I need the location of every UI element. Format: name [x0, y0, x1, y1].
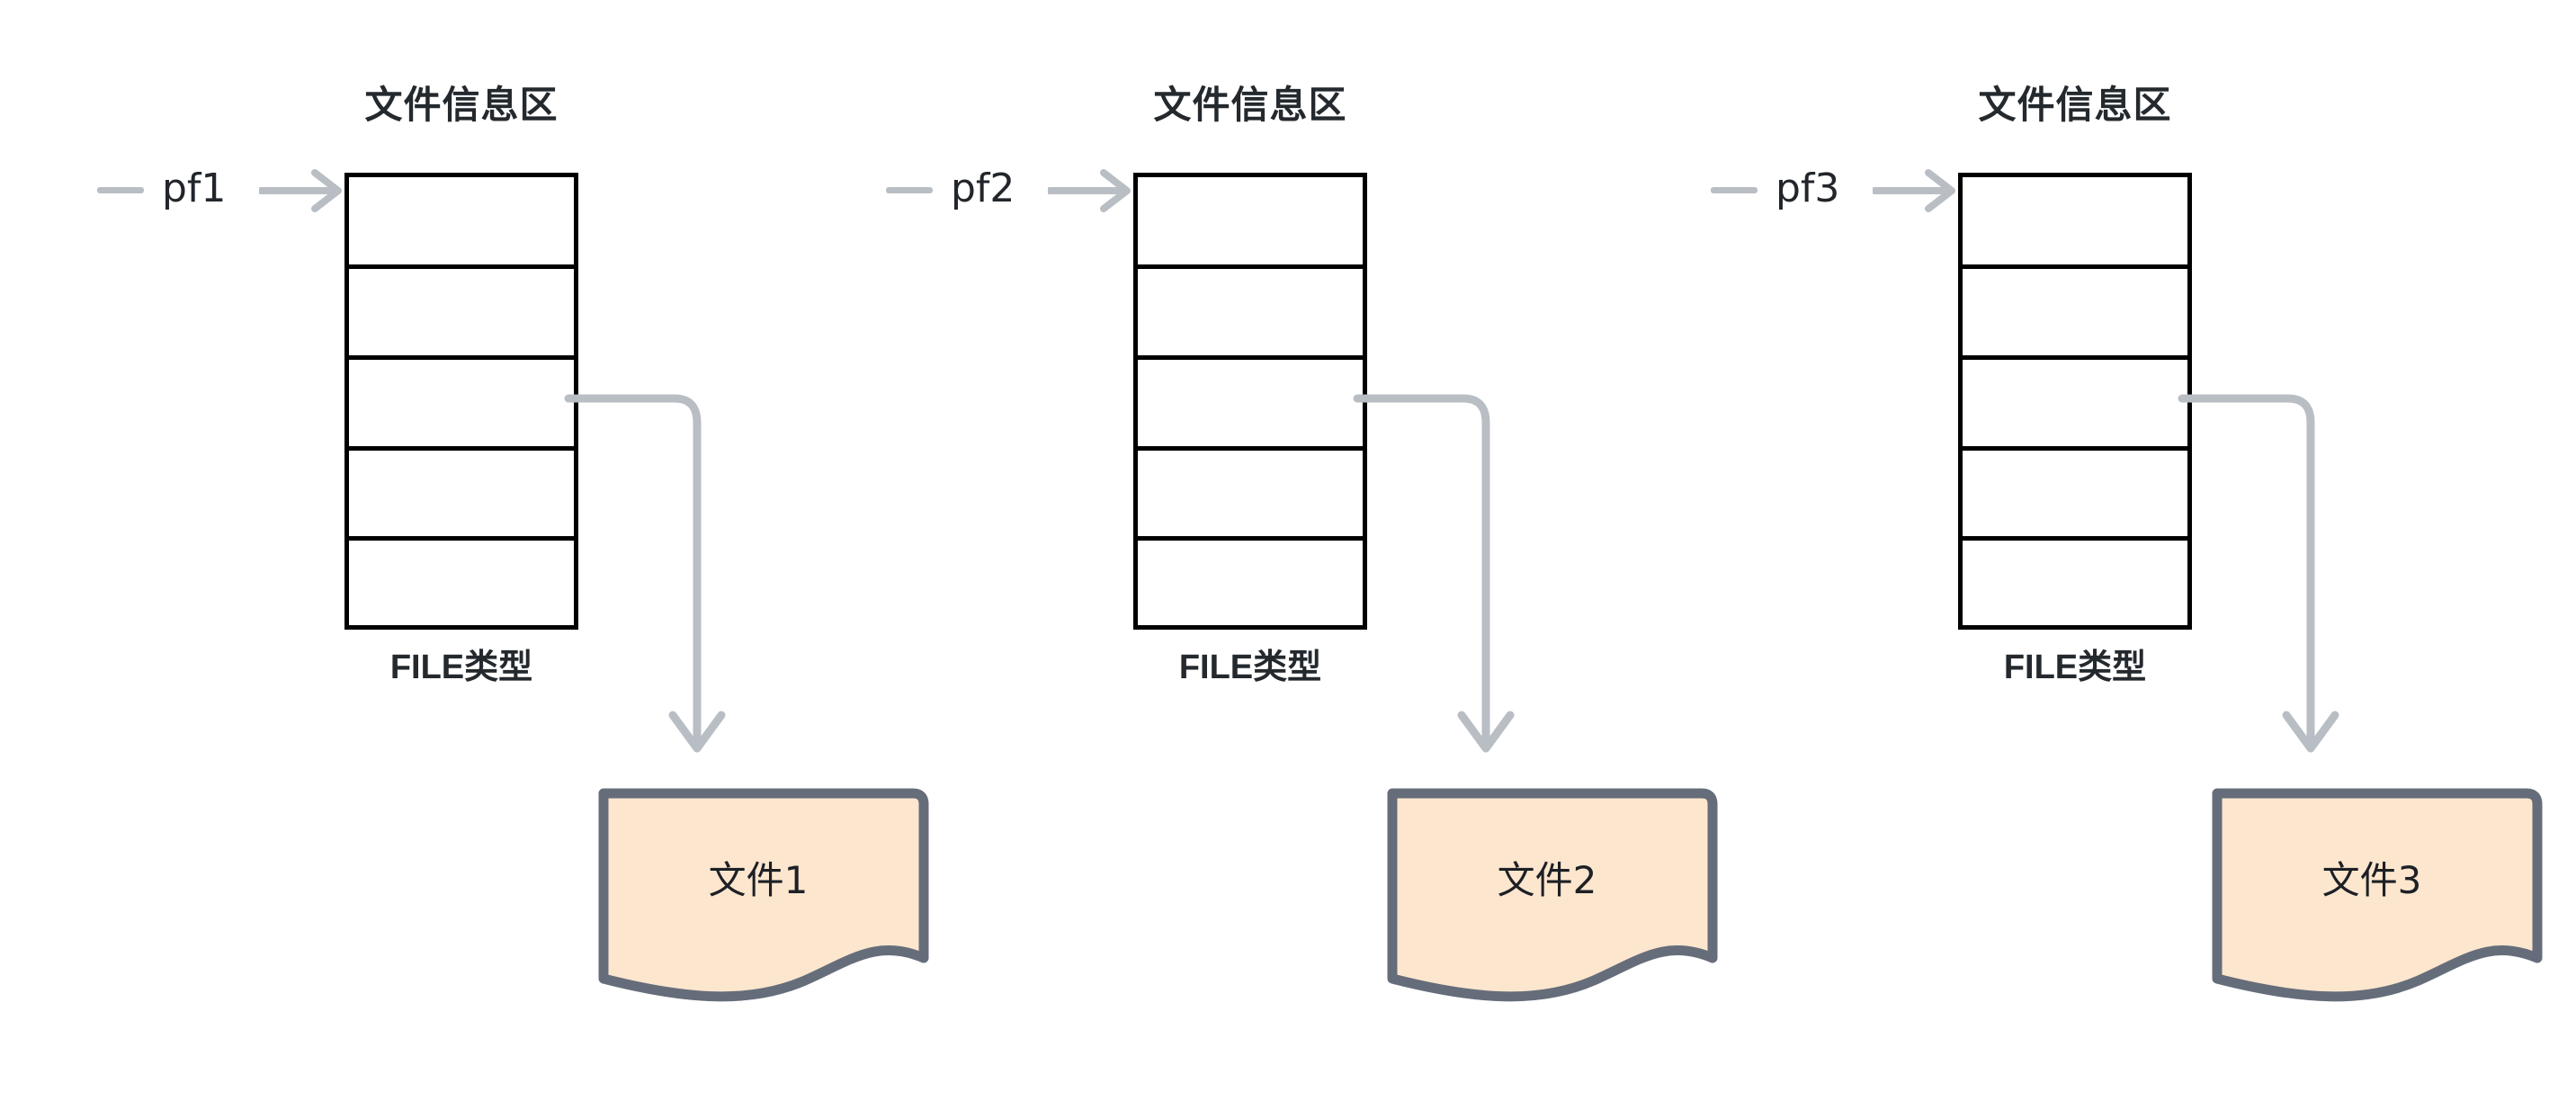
table-row [1138, 451, 1363, 541]
file-struct-table-1 [344, 173, 578, 630]
file-info-area-title-3: 文件信息区 [1978, 84, 2172, 126]
table-row [1963, 269, 2187, 360]
table-row [349, 269, 574, 360]
pointer-dash-icon-2 [886, 187, 933, 193]
table-to-document-connector-1 [564, 394, 726, 753]
table-row [1963, 177, 2187, 269]
table-row [1963, 360, 2187, 451]
table-row [349, 177, 574, 269]
file-struct-table-2 [1133, 173, 1367, 630]
table-row [349, 451, 574, 541]
table-row [1963, 451, 2187, 541]
file-type-caption-3: FILE类型 [2003, 649, 2147, 686]
file-type-caption-2: FILE类型 [1178, 649, 1322, 686]
table-row [1963, 541, 2187, 625]
file-group-2: 文件信息区 pf2 FILE类型 文件2 [789, 0, 1751, 1101]
pointer-arrow-icon-2 [1048, 169, 1131, 212]
pointer-row-2: pf2 [886, 166, 1133, 212]
document-shape-2 [1387, 788, 1718, 1002]
table-to-document-connector-2 [1353, 394, 1515, 753]
pointer-label-2: pf2 [951, 166, 1015, 211]
pointer-label-1: pf1 [162, 166, 227, 211]
pointer-arrow-icon-3 [1873, 169, 1955, 212]
file-info-area-title-2: 文件信息区 [1153, 84, 1347, 126]
file-info-area-title-1: 文件信息区 [364, 84, 559, 126]
table-row [349, 541, 574, 625]
pointer-dash-icon-3 [1711, 187, 1758, 193]
pointer-row-3: pf3 [1711, 166, 1958, 212]
table-row [1138, 360, 1363, 451]
table-row [349, 360, 574, 451]
table-row [1138, 177, 1363, 269]
table-to-document-connector-3 [2178, 394, 2339, 753]
file-group-3: 文件信息区 pf3 FILE类型 文件3 [1614, 0, 2576, 1101]
file-type-caption-1: FILE类型 [389, 649, 533, 686]
pointer-arrow-icon-1 [259, 169, 342, 212]
table-row [1138, 269, 1363, 360]
pointer-label-3: pf3 [1775, 166, 1840, 211]
file-struct-table-3 [1958, 173, 2192, 630]
pointer-dash-icon-1 [97, 187, 144, 193]
table-row [1138, 541, 1363, 625]
document-shape-1 [598, 788, 929, 1002]
document-shape-3 [2212, 788, 2543, 1002]
pointer-row-1: pf1 [97, 166, 344, 212]
